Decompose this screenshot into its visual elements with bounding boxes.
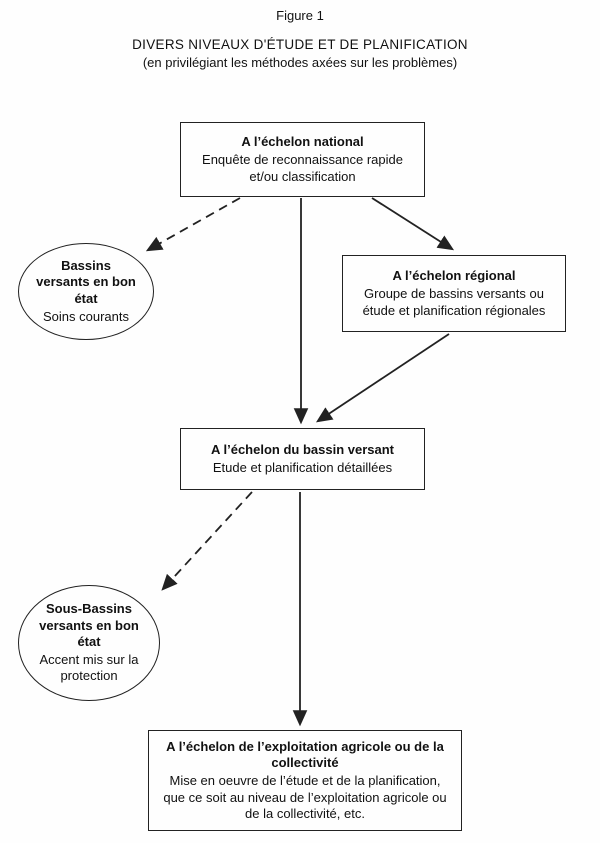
node-bassins-versants: Bassins versants en bon état Soins coura… [18, 243, 154, 340]
figure-subtitle: (en privilégiant les méthodes axées sur … [142, 55, 458, 70]
node-title: A l’échelon du bassin versant [210, 441, 394, 457]
node-body: Accent mis sur la protection [39, 652, 139, 684]
figure-label: Figure 1 [276, 8, 324, 23]
node-body: Enquête de reconnaissance rapide et/ou c… [202, 152, 403, 184]
node-body: Groupe de bassins versants ou étude et p… [362, 286, 546, 318]
node-sous-bassins: Sous-Bassins versants en bon état Accent… [18, 585, 160, 701]
node-echelon-regional: A l’échelon régional Groupe de bassins v… [342, 255, 566, 332]
arrow-national-to-bassins [145, 197, 241, 252]
node-echelon-national: A l’échelon national Enquête de reconnai… [180, 122, 425, 197]
arrow-national-to-regional [371, 197, 455, 251]
node-title: Sous-Bassins versants en bon état [39, 601, 139, 649]
node-title: A l’échelon national [241, 134, 364, 150]
arrow-regional-to-bassin [315, 333, 450, 423]
node-title: A l’échelon de l’exploitation agricole o… [166, 738, 444, 771]
node-title: Bassins versants en bon état [36, 258, 136, 306]
arrow-bassin-to-sous [161, 491, 253, 591]
node-echelon-bassin-versant: A l’échelon du bassin versant Etude et p… [180, 428, 425, 490]
node-echelon-exploitation: A l’échelon de l’exploitation agricole o… [148, 730, 462, 831]
node-body: Soins courants [43, 308, 129, 324]
node-body: Etude et planification détaillées [212, 460, 393, 475]
figure-title: DIVERS NIVEAUX D'ÉTUDE ET DE PLANIFICATI… [132, 37, 468, 52]
node-title: A l’échelon régional [392, 268, 516, 284]
node-body: Mise en oeuvre de l’étude et de la plani… [163, 773, 447, 821]
